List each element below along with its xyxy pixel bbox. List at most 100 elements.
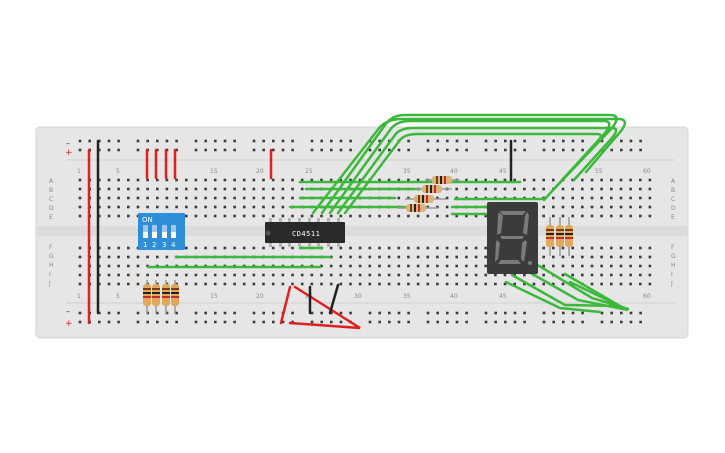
breadboard-hole[interactable] [581,320,584,324]
breadboard-hole[interactable] [542,246,545,250]
breadboard-hole[interactable] [629,139,633,143]
breadboard-hole[interactable] [233,196,236,200]
breadboard-hole[interactable] [474,282,478,286]
breadboard-hole[interactable] [320,148,323,152]
breadboard-hole[interactable] [407,178,410,182]
breadboard-hole[interactable] [455,264,458,268]
breadboard-hole[interactable] [233,320,236,324]
breadboard-hole[interactable] [368,320,372,324]
resistor[interactable] [162,280,170,314]
breadboard-hole[interactable] [78,282,82,286]
breadboard-hole[interactable] [271,178,275,182]
breadboard-hole[interactable] [542,187,545,191]
top-resistors[interactable] [398,176,460,212]
breadboard-hole[interactable] [165,205,169,209]
breadboard-hole[interactable] [194,246,198,250]
breadboard-hole[interactable] [242,196,246,200]
breadboard-hole[interactable] [136,187,140,191]
breadboard-hole[interactable] [330,139,333,143]
breadboard-hole[interactable] [494,273,497,277]
breadboard-hole[interactable] [300,187,304,191]
breadboard-hole[interactable] [320,282,323,286]
breadboard-hole[interactable] [504,139,507,143]
breadboard-hole[interactable] [455,255,458,259]
breadboard-hole[interactable] [513,311,517,315]
breadboard-hole[interactable] [648,264,652,268]
breadboard-hole[interactable] [562,148,565,152]
breadboard-hole[interactable] [629,320,633,324]
breadboard-hole[interactable] [407,148,410,152]
breadboard-hole[interactable] [465,320,468,324]
breadboard-hole[interactable] [204,282,207,286]
breadboard-hole[interactable] [117,320,120,324]
breadboard-hole[interactable] [262,282,265,286]
breadboard-hole[interactable] [107,178,111,182]
breadboard-hole[interactable] [484,214,487,218]
resistor[interactable] [565,217,573,256]
breadboard-hole[interactable] [117,311,120,315]
breadboard-hole[interactable] [156,255,159,259]
breadboard-hole[interactable] [310,178,314,182]
resistor[interactable] [398,204,438,212]
breadboard-hole[interactable] [397,282,401,286]
breadboard-hole[interactable] [426,205,430,209]
breadboard-hole[interactable] [329,178,333,182]
breadboard-hole[interactable] [639,214,642,218]
breadboard-hole[interactable] [339,139,343,143]
breadboard-hole[interactable] [561,273,565,277]
breadboard-hole[interactable] [136,255,140,259]
wire-green[interactable] [524,256,630,311]
breadboard-hole[interactable] [107,187,111,191]
breadboard-hole[interactable] [610,214,613,218]
wire-red[interactable] [279,285,292,325]
breadboard-hole[interactable] [407,264,410,268]
breadboard-hole[interactable] [571,214,574,218]
breadboard-hole[interactable] [523,148,526,152]
breadboard-hole[interactable] [117,148,120,152]
breadboard-hole[interactable] [561,187,565,191]
breadboard-hole[interactable] [146,255,149,259]
breadboard-hole[interactable] [436,139,439,143]
breadboard-hole[interactable] [242,282,246,286]
breadboard-hole[interactable] [446,320,449,324]
breadboard-hole[interactable] [610,320,613,324]
breadboard-hole[interactable] [272,320,275,324]
breadboard-hole[interactable] [262,148,265,152]
breadboard-hole[interactable] [233,205,236,209]
breadboard-hole[interactable] [349,282,352,286]
breadboard-hole[interactable] [426,255,430,259]
breadboard-hole[interactable] [127,196,130,200]
breadboard-hole[interactable] [648,273,652,277]
breadboard-hole[interactable] [98,196,101,200]
breadboard-hole[interactable] [542,148,546,152]
breadboard-hole[interactable] [648,205,652,209]
breadboard-hole[interactable] [78,273,82,277]
breadboard-hole[interactable] [648,246,652,250]
breadboard-hole[interactable] [262,139,265,143]
breadboard-hole[interactable] [165,311,169,315]
breadboard-hole[interactable] [571,178,574,182]
breadboard-hole[interactable] [252,311,256,315]
breadboard-hole[interactable] [136,273,140,277]
breadboard-hole[interactable] [639,148,642,152]
breadboard-hole[interactable] [194,273,198,277]
breadboard-hole[interactable] [368,311,372,315]
breadboard-hole[interactable] [387,255,391,259]
breadboard-hole[interactable] [233,148,236,152]
breadboard-hole[interactable] [262,196,265,200]
breadboard-hole[interactable] [136,139,140,143]
breadboard-hole[interactable] [117,187,120,191]
breadboard-hole[interactable] [156,311,159,315]
breadboard-hole[interactable] [455,187,458,191]
breadboard-hole[interactable] [107,139,111,143]
breadboard-hole[interactable] [329,214,333,218]
breadboard-hole[interactable] [156,196,159,200]
breadboard-hole[interactable] [397,196,401,200]
breadboard-hole[interactable] [349,264,352,268]
breadboard-hole[interactable] [320,273,323,277]
breadboard-hole[interactable] [387,273,391,277]
breadboard-hole[interactable] [165,196,169,200]
breadboard-hole[interactable] [590,282,594,286]
breadboard-hole[interactable] [426,320,430,324]
breadboard-hole[interactable] [542,320,546,324]
